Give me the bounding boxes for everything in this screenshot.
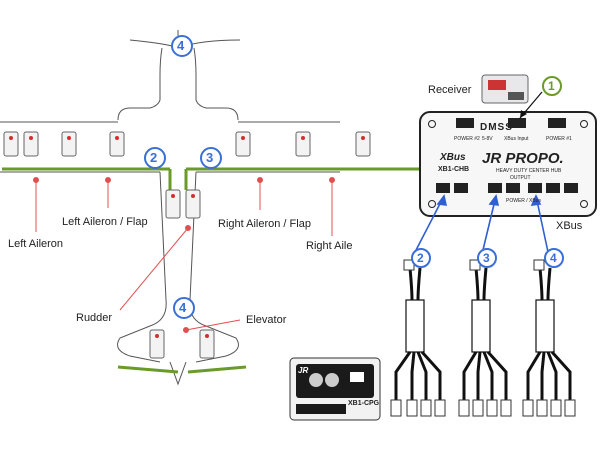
- receiver-label: Receiver: [428, 84, 472, 96]
- hub-port-power-bus: POWER / XBus: [506, 198, 542, 204]
- harness-4: [526, 267, 572, 400]
- marker-2-harness: 2: [417, 251, 424, 265]
- right-aileron-flap-label: Right Aileron / Flap: [218, 218, 311, 230]
- marker-2-wing: 2: [150, 150, 158, 165]
- hub-port-power2: POWER #2: [454, 136, 480, 142]
- center-hub: [419, 111, 597, 217]
- marker-4-tail: 4: [179, 300, 187, 315]
- programmer-brand: JR: [298, 366, 309, 375]
- receiver: [481, 74, 529, 104]
- servo-red-dots: [9, 136, 365, 338]
- marker-4-harness: 4: [550, 251, 557, 265]
- harness-connectors: [390, 399, 576, 417]
- hub-port-xbus-input: XBus Input: [504, 136, 529, 142]
- rudder-label: Rudder: [76, 312, 113, 324]
- left-aileron-label: Left Aileron: [8, 238, 64, 250]
- label-pointers: [33, 177, 335, 333]
- hub-xbus-logo: XBus: [440, 152, 466, 163]
- hub-port-power1: POWER #1: [546, 136, 572, 142]
- elevator-label: Elevator: [246, 314, 287, 326]
- receiver-arrowhead: [520, 110, 527, 118]
- harness-2: [394, 267, 442, 400]
- servo-wiring-lines: [2, 167, 420, 374]
- right-aileron-label: Right Aile: [306, 240, 353, 252]
- hub-voltage: 5-8V: [482, 136, 493, 142]
- programmer-card: [289, 357, 381, 421]
- xbus-arrows: [413, 194, 549, 255]
- hub-brand-main: JR PROPO.: [482, 150, 564, 167]
- wing-servos: [3, 131, 371, 359]
- marker-3-harness: 3: [483, 251, 490, 265]
- programmer-model: XB1-CPG: [348, 400, 380, 407]
- hub-model: XB1-CHB: [438, 166, 470, 173]
- marker-1: 1: [548, 79, 555, 93]
- hub-port-output: OUTPUT: [510, 175, 531, 181]
- harness-3: [462, 267, 508, 400]
- marker-circles: [144, 35, 564, 319]
- hub-subtitle: HEAVY DUTY CENTER HUB: [496, 168, 562, 174]
- marker-3-wing: 3: [206, 150, 214, 165]
- hub-brand-top: DMSS: [480, 122, 513, 133]
- xbus-label: XBus: [556, 220, 583, 232]
- marker-4-prop: 4: [177, 38, 185, 53]
- left-aileron-flap-label: Left Aileron / Flap: [62, 216, 148, 228]
